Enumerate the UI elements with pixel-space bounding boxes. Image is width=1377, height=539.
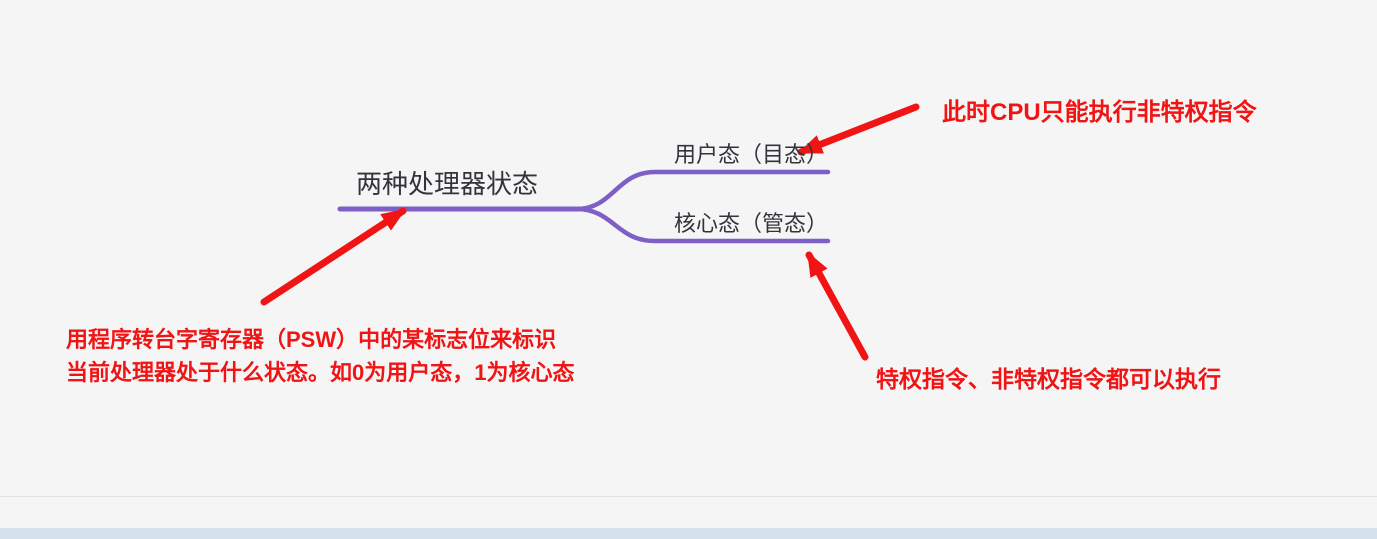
- branch-line-kernel-mode: [573, 206, 831, 244]
- annotation-text-psw-line-1: 用程序转台字寄存器（PSW）中的某标志位来标识: [66, 327, 557, 352]
- annotation-arrow-to-root: [260, 207, 407, 306]
- window-bottom-divider: [0, 496, 1377, 497]
- branch-line-user-mode: [573, 169, 831, 212]
- root-node-label[interactable]: 两种处理器状态: [356, 169, 539, 199]
- annotation-text-user-mode: 此时CPU只能执行非特权指令: [942, 99, 1257, 126]
- annotation-text-kernel-mode: 特权指令、非特权指令都可以执行: [876, 366, 1221, 392]
- annotation-text-psw: 用程序转台字寄存器（PSW）中的某标志位来标识 当前处理器处于什么状态。如0为用…: [66, 323, 574, 389]
- annotation-text-psw-line-2: 当前处理器处于什么状态。如0为用户态，1为核心态: [66, 360, 575, 385]
- node-label-kernel-mode[interactable]: 核心态（管态）: [674, 211, 829, 236]
- annotation-arrow-to-kernel-mode: [805, 251, 869, 361]
- annotation-arrow-to-user-mode: [797, 103, 920, 156]
- taskbar-strip[interactable]: [0, 528, 1377, 539]
- node-label-user-mode[interactable]: 用户态（目态）: [674, 142, 829, 167]
